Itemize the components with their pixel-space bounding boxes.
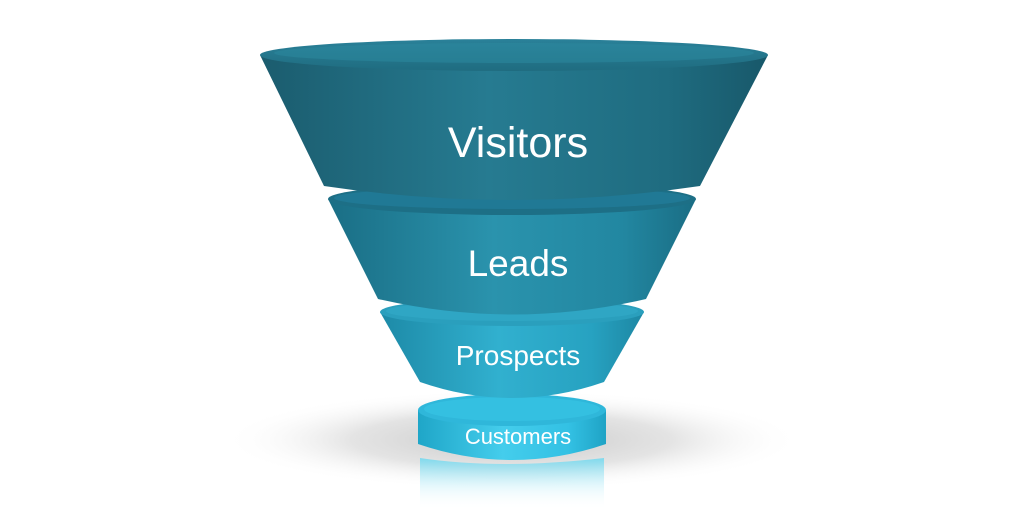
- funnel-reflection: [420, 458, 604, 510]
- stage-label-leads: Leads: [468, 243, 569, 284]
- funnel-stage-visitors: [260, 39, 768, 200]
- funnel-stage-customers: [418, 394, 606, 460]
- stage-label-prospects: Prospects: [456, 340, 581, 371]
- stage-label-visitors: Visitors: [448, 119, 588, 167]
- stage-label-customers: Customers: [465, 424, 571, 449]
